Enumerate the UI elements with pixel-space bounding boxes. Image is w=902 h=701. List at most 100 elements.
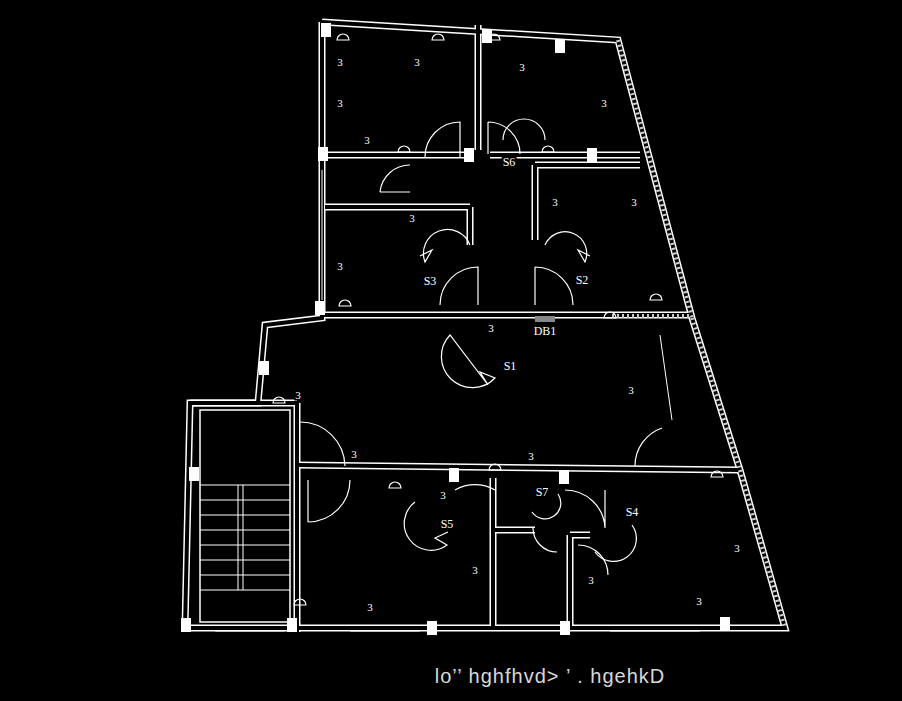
stair-tread xyxy=(200,485,290,486)
switch-label: S2 xyxy=(575,274,590,286)
wall-outline xyxy=(532,165,539,240)
panel-label: DB1 xyxy=(533,325,558,337)
light-fixture xyxy=(273,397,285,403)
door-swing xyxy=(533,528,557,552)
door-swing xyxy=(545,232,590,262)
circuit-number: 3 xyxy=(336,57,344,68)
wall-fill xyxy=(476,25,480,150)
circuit-number: 3 xyxy=(487,323,495,334)
door-swing xyxy=(488,122,520,154)
column xyxy=(449,468,459,482)
stair-tread xyxy=(200,575,290,576)
column xyxy=(321,23,331,37)
column xyxy=(587,148,597,162)
window xyxy=(350,631,420,632)
door-swing xyxy=(420,229,470,262)
wall-outline xyxy=(535,162,640,169)
door-swing xyxy=(578,545,608,575)
light-fixture xyxy=(650,294,662,300)
door-swing xyxy=(503,119,545,140)
light-fixture xyxy=(489,464,501,470)
circuit-number: 3 xyxy=(695,596,703,607)
circuit-number: 3 xyxy=(733,543,741,554)
column xyxy=(427,621,437,635)
wall-fill xyxy=(322,153,470,157)
door-swing xyxy=(440,267,478,305)
circuit-number: 3 xyxy=(471,565,479,576)
door-swing xyxy=(300,422,345,466)
window xyxy=(322,170,323,300)
window xyxy=(660,335,672,420)
wall-outline xyxy=(322,152,470,159)
switch-label: S7 xyxy=(535,486,550,498)
wall-outline xyxy=(475,25,482,150)
column xyxy=(464,148,474,162)
hatched-wall xyxy=(740,470,785,628)
wall-fill xyxy=(570,533,590,537)
circuit-number: 3 xyxy=(363,135,371,146)
door-swing xyxy=(565,490,605,528)
wall-fill xyxy=(568,535,572,628)
column xyxy=(720,617,730,631)
hatched-wall xyxy=(692,318,740,470)
door-swing xyxy=(595,525,636,561)
switch-label: S6 xyxy=(502,156,517,168)
door-swing xyxy=(535,267,573,305)
column xyxy=(287,618,297,632)
wall-outline xyxy=(297,465,740,470)
circuit-number: 3 xyxy=(336,98,344,109)
light-fixture xyxy=(711,471,723,477)
wall-outline xyxy=(570,532,590,539)
light-fixture xyxy=(432,34,444,40)
wall-fill xyxy=(491,478,495,628)
stair-well xyxy=(200,410,290,622)
circuit-number: 3 xyxy=(413,57,421,68)
light-fixture xyxy=(389,482,401,488)
window xyxy=(610,631,700,632)
hatched-wall xyxy=(612,314,690,318)
switch-label: S3 xyxy=(423,275,438,287)
wall-fill xyxy=(493,528,535,532)
wall-fill xyxy=(297,465,740,470)
wall-outline xyxy=(325,204,470,211)
circuit-number: 3 xyxy=(366,602,374,613)
light-fixture xyxy=(294,599,306,605)
light-fixture xyxy=(604,312,616,318)
column xyxy=(482,29,492,43)
stair-tread xyxy=(200,590,290,591)
plan-caption: lo’’ hghfhvd> ’ . hgehkD xyxy=(435,666,666,686)
stair-rail xyxy=(238,485,243,590)
wall-fill xyxy=(325,205,470,209)
wall-outline xyxy=(567,535,574,628)
stair-tread xyxy=(200,500,290,501)
distribution-board xyxy=(535,316,555,322)
column xyxy=(315,301,325,315)
circuit-number: 3 xyxy=(336,261,344,272)
door-swing xyxy=(455,485,495,490)
wall-outline xyxy=(493,527,535,534)
light-fixture xyxy=(337,34,349,40)
switch-label: S4 xyxy=(625,506,640,518)
stair-tread xyxy=(200,530,290,531)
light-fixture xyxy=(542,146,554,152)
door-swing xyxy=(441,335,495,388)
wall-outline xyxy=(322,312,692,319)
circuit-number: 3 xyxy=(350,449,358,460)
column xyxy=(318,147,328,161)
column xyxy=(259,361,269,375)
circuit-number: 3 xyxy=(294,390,302,401)
wall-fill xyxy=(468,207,472,245)
circuit-number: 3 xyxy=(527,451,535,462)
door-swing xyxy=(635,428,662,466)
circuit-number: 3 xyxy=(630,197,638,208)
stair-tread xyxy=(200,560,290,561)
column xyxy=(559,470,569,484)
circuit-number: 3 xyxy=(408,213,416,224)
stair-tread xyxy=(200,545,290,546)
wall-outline xyxy=(185,22,785,628)
column xyxy=(181,618,191,632)
wall-fill xyxy=(185,22,785,628)
wall-fill xyxy=(533,165,537,240)
